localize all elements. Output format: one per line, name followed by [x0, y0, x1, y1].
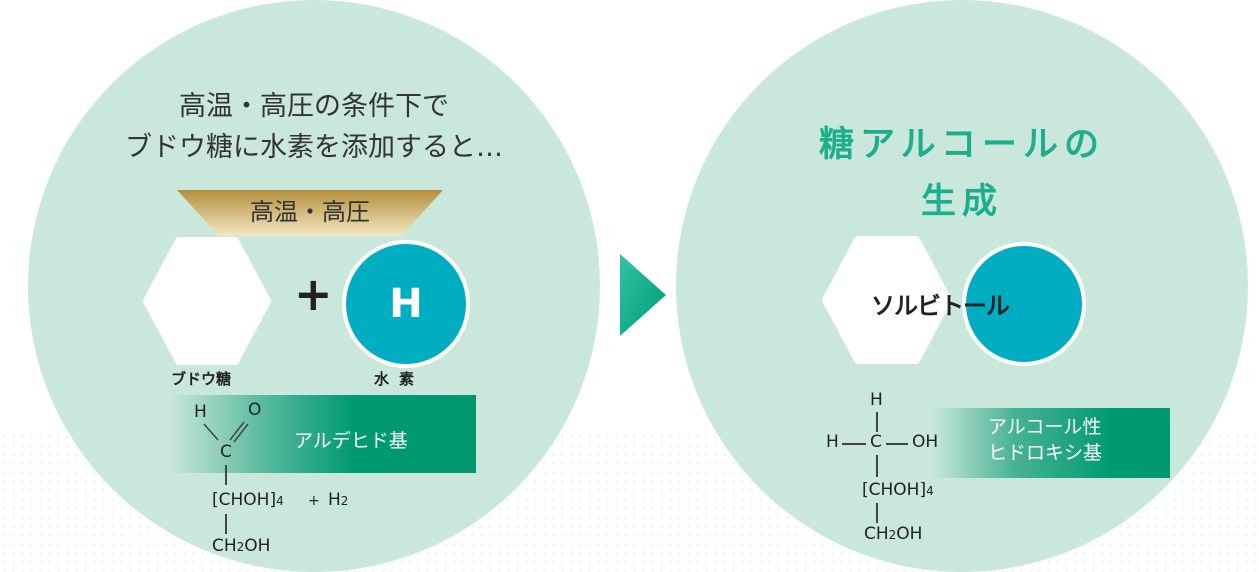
formula-h: H — [194, 402, 207, 422]
formula-bond — [876, 455, 878, 477]
result-circle: 糖アルコールの 生成 ソルビトール アルコール性 ヒドロキシ基 H H C OH… — [676, 0, 1248, 572]
condition-banner: 高温・高圧 — [177, 190, 443, 236]
formula-end: CH2OH — [212, 536, 271, 556]
formula-o: O — [248, 400, 262, 420]
result-title-line-1: 糖アルコールの — [819, 125, 1105, 165]
formula-chain: [CHOH]4 — [212, 490, 284, 510]
hydrogen-circle: H — [342, 240, 470, 368]
hydroxy-label-line-2: ヒドロキシ基 — [988, 442, 1103, 464]
result-title-line-2: 生成 — [920, 182, 1003, 222]
hydroxy-label-line-1: アルコール性 — [988, 416, 1102, 438]
formula-bonds — [203, 421, 249, 443]
formula-h2: H2 — [328, 490, 349, 510]
formula-chain: [CHOH]4 — [862, 480, 934, 500]
glucose-hexagon — [143, 237, 271, 365]
condition-trapezoid — [177, 190, 443, 236]
hydroxy-label: アルコール性 ヒドロキシ基 — [988, 414, 1102, 466]
condition-label: 高温・高圧 — [250, 198, 370, 226]
formula-bond — [225, 465, 227, 485]
triangle-right-icon — [620, 254, 666, 336]
aldehyde-label: アルデヒド基 — [294, 430, 408, 452]
hydrogen-symbol: H — [389, 281, 423, 327]
hydrogen-circle — [962, 242, 1086, 366]
reaction-circle: 高温・高圧の条件下で ブドウ糖に水素を添加すると… 高温・高圧 + H ブドウ糖… — [28, 0, 600, 572]
formula-oh: OH — [912, 432, 939, 452]
formula-end: CH2OH — [864, 524, 923, 544]
formula-c: C — [220, 442, 232, 462]
sorbitol-label: ソルビトール — [871, 292, 1010, 320]
formula-c: C — [870, 432, 882, 452]
formula-plus: + — [308, 493, 320, 509]
sorbitol-hexagon — [822, 236, 952, 364]
intro-line-2: ブドウ糖に水素を添加すると… — [125, 132, 503, 163]
intro-line-1: 高温・高圧の条件下で — [179, 91, 449, 122]
plus-sign: + — [294, 267, 333, 321]
glucose-caption: ブドウ糖 — [171, 370, 232, 388]
formula-bond — [842, 443, 866, 445]
formula-h-left: H — [826, 432, 839, 452]
hydroxy-band — [932, 408, 1170, 478]
formula-bond — [886, 443, 908, 445]
hydrogen-caption: 水素 — [374, 370, 425, 388]
aldehyde-band — [170, 395, 476, 473]
formula-bond — [876, 412, 878, 432]
formula-bond — [225, 514, 227, 534]
formula-h-top: H — [870, 390, 883, 410]
formula-bond — [876, 503, 878, 523]
